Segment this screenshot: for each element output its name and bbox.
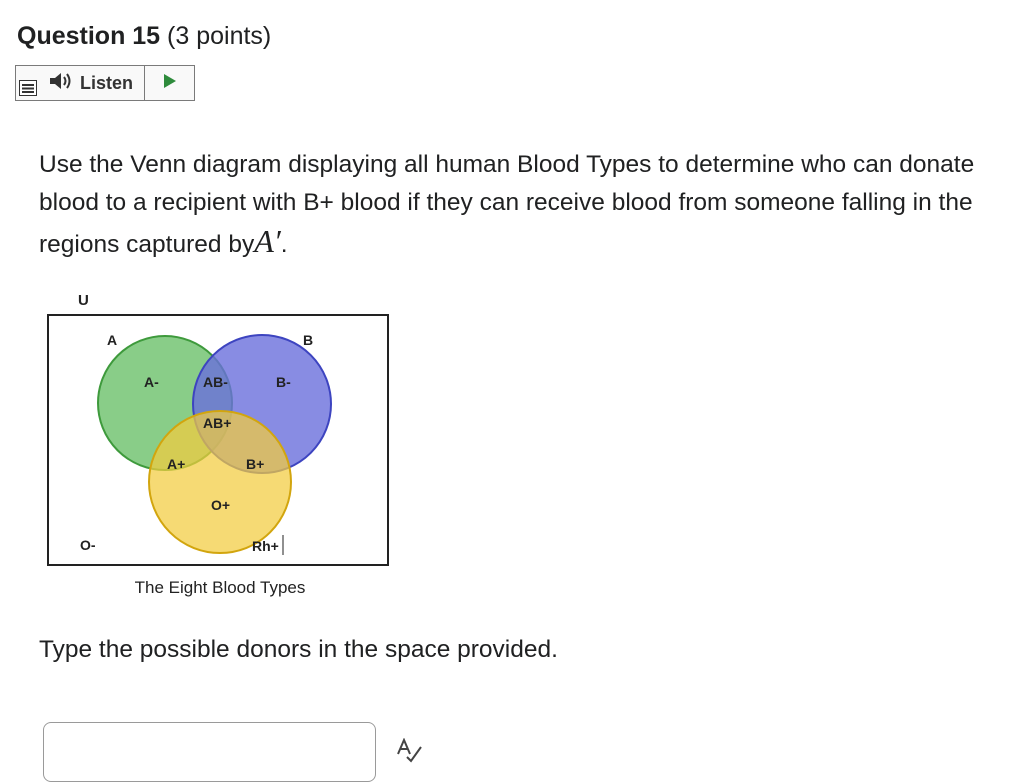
region-b-pos: B+ [246, 456, 264, 472]
region-a-neg: A- [144, 374, 159, 390]
question-points: (3 points) [167, 22, 272, 50]
listen-toolbar: Listen [15, 65, 195, 101]
speaker-icon [48, 72, 74, 95]
prompt-period: . [280, 231, 288, 258]
region-a-pos: A+ [167, 456, 185, 472]
question-prompt: Use the Venn diagram displaying all huma… [39, 146, 999, 264]
region-ab-pos: AB+ [203, 415, 231, 431]
instruction-text: Type the possible donors in the space pr… [39, 636, 558, 663]
region-o-neg: O- [80, 537, 96, 553]
rh-circle [148, 410, 292, 554]
question-number: Question 15 [17, 22, 161, 50]
listen-label: Listen [80, 72, 134, 93]
rh-label: Rh+ [252, 538, 279, 554]
menu-icon[interactable] [19, 80, 37, 96]
prompt-text: Use the Venn diagram displaying all huma… [39, 151, 975, 258]
venn-diagram: U A B A- AB- B- AB+ A+ B+ O+ O- Rh+ The … [47, 292, 389, 597]
spellcheck-icon[interactable] [395, 737, 423, 769]
play-button[interactable] [144, 66, 195, 100]
venn-caption: The Eight Blood Types [135, 578, 306, 597]
universe-label: U [78, 292, 89, 309]
play-icon [163, 73, 177, 94]
answer-input[interactable] [43, 722, 376, 782]
region-o-pos: O+ [211, 497, 230, 513]
set-a-label: A [107, 332, 117, 348]
a-complement-symbol: A′ [254, 223, 281, 259]
region-ab-neg: AB- [203, 374, 228, 390]
set-b-label: B [303, 332, 313, 348]
question-title: Question 15 (3 points) [17, 22, 271, 51]
listen-button[interactable]: Listen [38, 66, 160, 100]
region-b-neg: B- [276, 374, 291, 390]
